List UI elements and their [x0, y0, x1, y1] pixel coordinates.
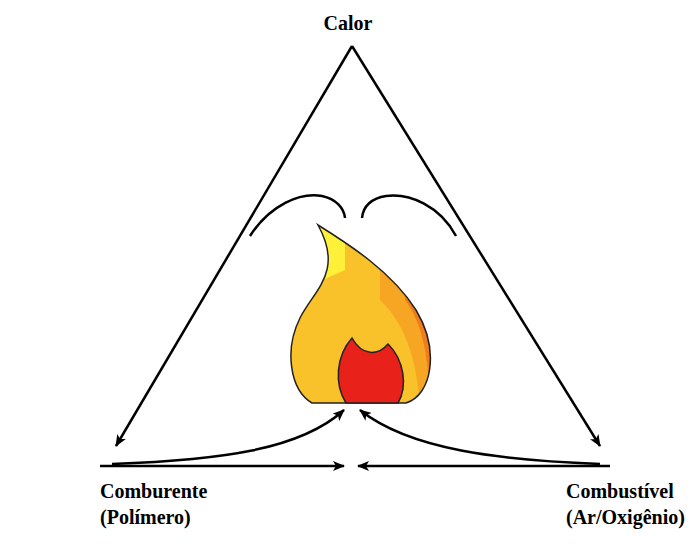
vertex-label: Combustível (Ar/Oxigênio) [566, 478, 691, 530]
base-arrow [358, 465, 610, 468]
top-curve [250, 195, 345, 236]
base-arrow [100, 465, 344, 468]
top-curve [362, 196, 456, 236]
flame [291, 200, 470, 420]
bottom-curve [360, 410, 600, 464]
triangle-arrows [100, 46, 610, 466]
bottom-curve [112, 410, 344, 464]
vertex-label: Calor [324, 10, 373, 36]
vertex-label: Comburente (Polímero) [100, 478, 235, 530]
